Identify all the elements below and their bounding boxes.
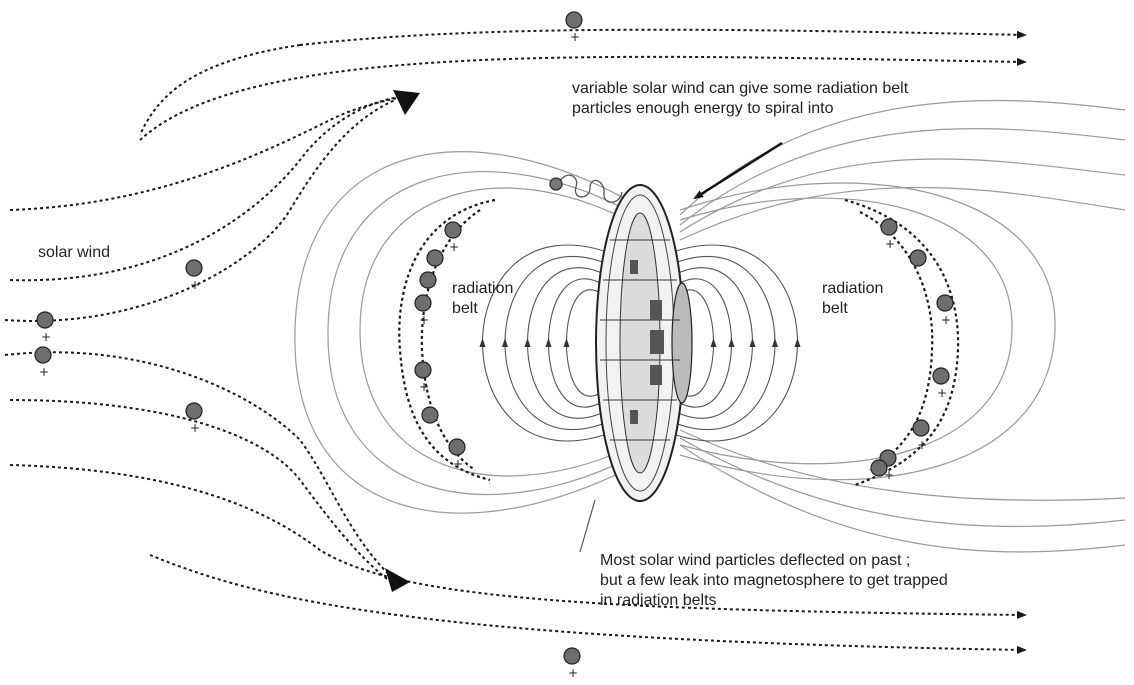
annotation-arrow [693, 141, 783, 200]
radiation-belt-regions [398, 198, 960, 487]
particle-charge-sign: + [190, 278, 200, 292]
particle-icon [421, 406, 439, 424]
particle-icon [909, 249, 927, 267]
particle-charge-sign: + [419, 313, 429, 327]
annotation-top: variable solar wind can give some radiat… [572, 80, 909, 117]
particle-icon [414, 294, 432, 312]
particle-charge-sign: + [39, 365, 49, 379]
outer-field-lines [294, 99, 1126, 553]
particles: + + + + + + + + + + + + + + + [34, 11, 954, 680]
particle-icon [912, 419, 930, 437]
particle-charge-sign: + [449, 240, 459, 254]
particle-icon [185, 402, 203, 420]
particle-charge-sign: + [941, 313, 951, 327]
particle-charge-sign: + [190, 421, 200, 435]
wind-arrowhead-icon [385, 568, 410, 592]
spacecraft-icon [595, 184, 693, 502]
solar-wind-streamlines [4, 28, 1027, 654]
field-arrow-icon [479, 338, 486, 347]
particle-icon [34, 346, 52, 364]
particle-icon [414, 361, 432, 379]
annotation-bottom: Most solar wind particles deflected on p… [600, 552, 948, 609]
particle-icon [870, 459, 888, 477]
particle-icon [565, 11, 583, 29]
deflection-pointer [579, 499, 596, 553]
field-arrow-icon [749, 338, 756, 347]
field-arrow-icon [545, 338, 552, 347]
field-arrow-icon [524, 338, 531, 347]
field-arrow-icon [710, 338, 717, 347]
particle-charge-sign: + [419, 380, 429, 394]
wind-arrowhead-icon [393, 90, 420, 115]
particle-charge-sign: + [885, 237, 895, 251]
particle-icon [36, 311, 54, 329]
particle-charge-sign: + [884, 468, 894, 482]
particle-icon [419, 271, 437, 289]
particle-icon [185, 259, 203, 277]
radiation-belt-left-label: radiation belt [452, 280, 514, 317]
particle-charge-sign: + [568, 666, 578, 680]
particle-charge-sign: + [453, 457, 463, 471]
field-arrow-icon [728, 338, 735, 347]
spiral-icon [549, 174, 623, 203]
radiation-belt-right-label: radiation belt [822, 280, 884, 317]
particle-charge-sign: + [937, 386, 947, 400]
particle-icon [563, 647, 581, 665]
particle-icon [936, 294, 954, 312]
particle-icon [426, 249, 444, 267]
field-arrow-icon [502, 338, 508, 347]
field-line-arrows [479, 338, 801, 347]
particle-charge-sign: + [917, 438, 927, 452]
dipole-loop [504, 256, 611, 430]
particle-icon [880, 218, 898, 236]
particle-charge-sign: + [41, 330, 51, 344]
solar-wind-label: solar wind [38, 244, 111, 261]
particle-icon [932, 367, 950, 385]
field-arrow-icon [772, 338, 778, 347]
field-arrow-icon [563, 338, 570, 347]
dipole-loop [481, 244, 611, 442]
particle-icon [448, 438, 466, 456]
particle-icon [444, 221, 462, 239]
particle-charge-sign: + [570, 30, 580, 44]
field-arrow-icon [794, 338, 801, 347]
